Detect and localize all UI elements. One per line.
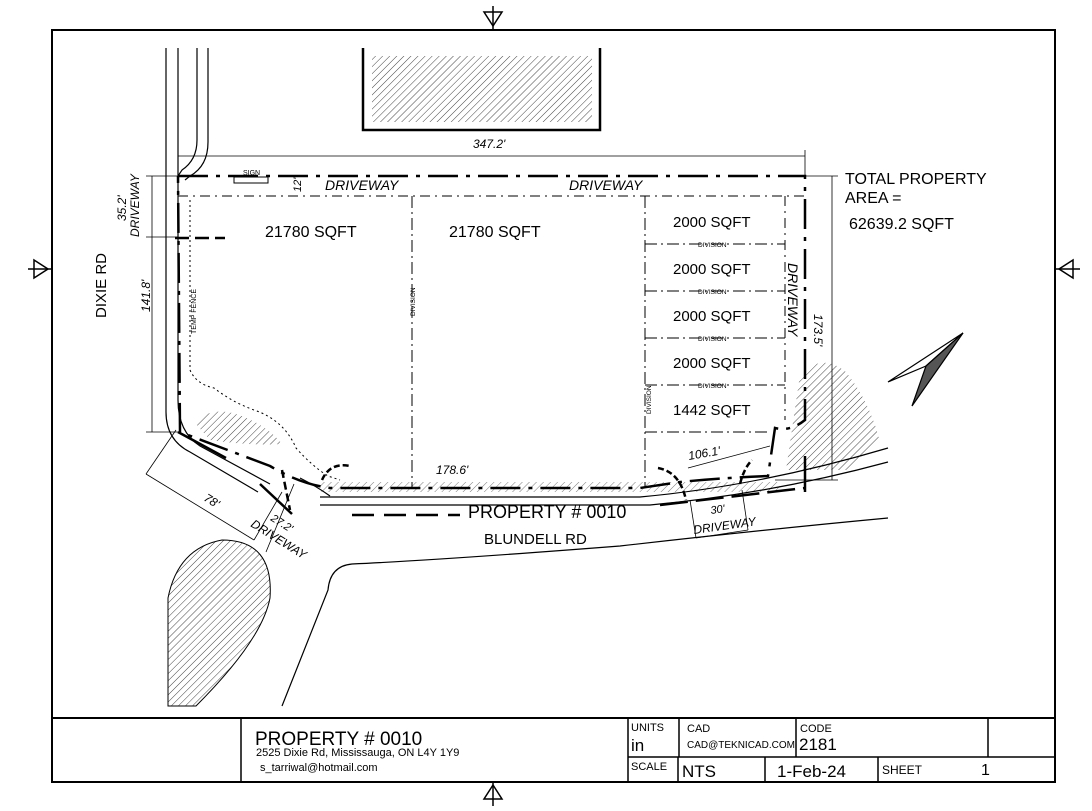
scale-label: SCALE (631, 761, 668, 773)
southwest-vegetation (196, 411, 282, 445)
dim-corner: 78' (201, 491, 222, 512)
dim-top: 347.2' (473, 137, 506, 151)
cad-label: CAD (687, 723, 711, 735)
code-value: 2181 (799, 735, 837, 754)
dimension-lines (145, 150, 838, 553)
lot-area-4: 2000 SQFT (673, 261, 751, 278)
date-value: 1-Feb-24 (777, 762, 846, 781)
cad-value: CAD@TEKNICAD.COM (687, 740, 795, 751)
title-block-title: PROPERTY # 0010 (255, 729, 423, 750)
lot-area-6: 2000 SQFT (673, 355, 751, 372)
dim-east: 173.5' (811, 314, 825, 347)
title-block-email: s_tarriwal@hotmail.com (260, 762, 378, 774)
temp-fence-label: TEMP FENCE (191, 289, 198, 334)
southeast-vegetation (786, 362, 880, 470)
north-arrow-icon (887, 332, 964, 407)
division-label-2: DIVISION (698, 289, 727, 296)
dim-south: 178.6' (436, 463, 469, 477)
sheet-value: 1 (981, 762, 990, 779)
dim-west-driveway: 35.2' (115, 195, 129, 221)
units-value: in (631, 736, 645, 755)
dim-se-driveway: 30' (710, 503, 727, 517)
sheet-label: SHEET (882, 763, 923, 777)
road-name-west: DIXIE RD (93, 253, 110, 318)
units-label: UNITS (631, 722, 664, 734)
dim-west-total: 141.8' (139, 279, 153, 312)
division-lines (411, 196, 785, 488)
lot-area-3: 2000 SQFT (673, 214, 751, 231)
sign-label: SIGN (243, 170, 260, 177)
driveway-label-north-2: DRIVEWAY (569, 177, 644, 193)
property-label: PROPERTY # 0010 (468, 502, 626, 522)
title-block-address: 2525 Dixie Rd, Mississauga, ON L4Y 1Y9 (256, 747, 460, 759)
dim-north-driveway: 12' (292, 177, 304, 192)
driveway-label-north-1: DRIVEWAY (325, 177, 400, 193)
total-area-line1: TOTAL PROPERTY (845, 171, 987, 188)
division-label-1: DIVISION (698, 242, 727, 249)
sign-symbol (233, 176, 269, 184)
drawing-border (51, 29, 1056, 783)
temp-fence (189, 200, 341, 481)
lot-area-1: 21780 SQFT (265, 224, 357, 241)
lot-area-5: 2000 SQFT (673, 308, 751, 325)
division-label-4: DIVISION (698, 383, 727, 390)
code-label: CODE (800, 723, 832, 735)
division-label-vertical-2: DIVISION (646, 385, 653, 414)
road-edge-marks (175, 236, 807, 517)
driveway-label-east: DRIVEWAY (785, 263, 801, 338)
scale-value: NTS (682, 762, 716, 781)
orientation-markers (28, 6, 1080, 806)
lot-area-2: 21780 SQFT (449, 224, 541, 241)
total-area-value: 62639.2 SQFT (849, 216, 954, 233)
total-area-line2: AREA = (845, 190, 901, 207)
property-boundary (176, 174, 807, 490)
island-vegetation (167, 539, 271, 707)
lot-area-7: 1442 SQFT (673, 402, 751, 419)
road-name-south: BLUNDELL RD (484, 531, 587, 548)
division-label-vertical-1: DIVISION (410, 287, 417, 316)
title-block-grid (52, 717, 1055, 782)
dim-southeast: 106.1' (687, 443, 722, 463)
north-building (361, 48, 602, 132)
division-label-3: DIVISION (698, 336, 727, 343)
driveway-label-west: DRIVEWAY (128, 173, 142, 237)
